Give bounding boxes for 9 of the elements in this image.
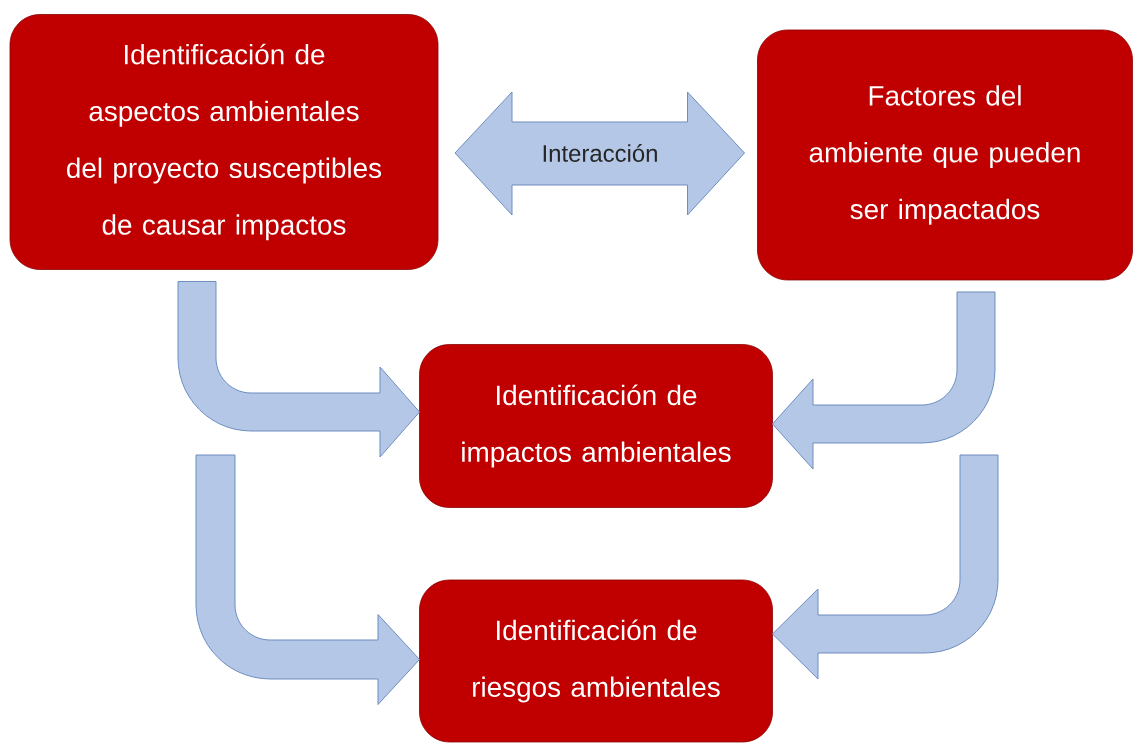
block-arrow — [195, 454, 420, 705]
block-arrow — [772, 291, 996, 470]
process-box: Factores del ambiente que pueden ser impactados — [757, 29, 1133, 281]
block-arrow — [772, 454, 999, 680]
process-box: Identificación de impactos ambientales — [419, 344, 773, 508]
block-arrow — [177, 281, 420, 458]
process-box: Identificación de aspectos ambientales del proyecto susceptibles de causar impactos — [9, 14, 439, 270]
edge-label: Interacción — [539, 142, 661, 164]
process-box: Identificación de riesgos ambientales — [419, 579, 773, 743]
